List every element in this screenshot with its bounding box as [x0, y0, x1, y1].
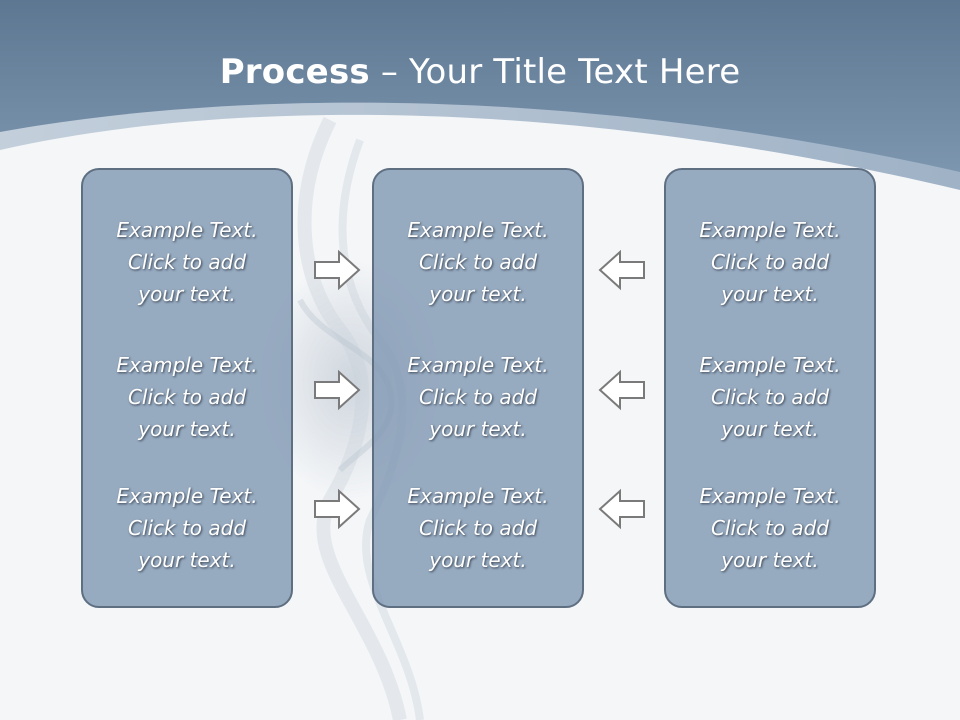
text-block[interactable]: Example Text. Click to add your text. [83, 480, 291, 576]
text-block[interactable]: Example Text. Click to add your text. [83, 214, 291, 310]
slide-title[interactable]: Process – Your Title Text Here [0, 52, 960, 92]
process-panel-center[interactable]: Example Text. Click to add your text. Ex… [372, 168, 584, 608]
text-line: Example Text. [407, 484, 549, 508]
text-line: your text. [138, 417, 236, 441]
text-block[interactable]: Example Text. Click to add your text. [666, 214, 874, 310]
text-line: Click to add [127, 250, 247, 274]
right-arrow-icon[interactable] [313, 249, 361, 291]
process-panel-right[interactable]: Example Text. Click to add your text. Ex… [664, 168, 876, 608]
right-arrow-icon[interactable] [313, 369, 361, 411]
text-line: Example Text. [699, 353, 841, 377]
text-block[interactable]: Example Text. Click to add your text. [374, 349, 582, 445]
text-line: your text. [429, 417, 527, 441]
text-line: your text. [721, 282, 819, 306]
text-line: Example Text. [407, 218, 549, 242]
text-line: Example Text. [116, 484, 258, 508]
header-band [0, 0, 960, 172]
text-line: Click to add [418, 385, 538, 409]
text-block[interactable]: Example Text. Click to add your text. [83, 349, 291, 445]
right-arrow-icon[interactable] [313, 488, 361, 530]
text-line: Click to add [418, 516, 538, 540]
text-line: Example Text. [407, 353, 549, 377]
text-line: your text. [721, 548, 819, 572]
text-line: Click to add [710, 516, 830, 540]
left-arrow-icon[interactable] [598, 249, 646, 291]
text-line: Example Text. [699, 484, 841, 508]
title-rest-part: – Your Title Text Here [369, 52, 741, 92]
text-line: your text. [138, 548, 236, 572]
text-line: your text. [721, 417, 819, 441]
text-line: your text. [429, 548, 527, 572]
process-panel-left[interactable]: Example Text. Click to add your text. Ex… [81, 168, 293, 608]
text-line: Example Text. [116, 353, 258, 377]
text-block[interactable]: Example Text. Click to add your text. [374, 480, 582, 576]
text-line: Example Text. [699, 218, 841, 242]
left-arrow-icon[interactable] [598, 369, 646, 411]
text-line: Example Text. [116, 218, 258, 242]
header-band-light [0, 100, 960, 190]
left-arrow-icon[interactable] [598, 488, 646, 530]
text-block[interactable]: Example Text. Click to add your text. [666, 480, 874, 576]
text-line: Click to add [710, 385, 830, 409]
text-block[interactable]: Example Text. Click to add your text. [374, 214, 582, 310]
text-line: your text. [429, 282, 527, 306]
text-line: Click to add [127, 516, 247, 540]
title-bold-part: Process [219, 52, 370, 92]
text-block[interactable]: Example Text. Click to add your text. [666, 349, 874, 445]
text-line: your text. [138, 282, 236, 306]
text-line: Click to add [418, 250, 538, 274]
text-line: Click to add [710, 250, 830, 274]
text-line: Click to add [127, 385, 247, 409]
